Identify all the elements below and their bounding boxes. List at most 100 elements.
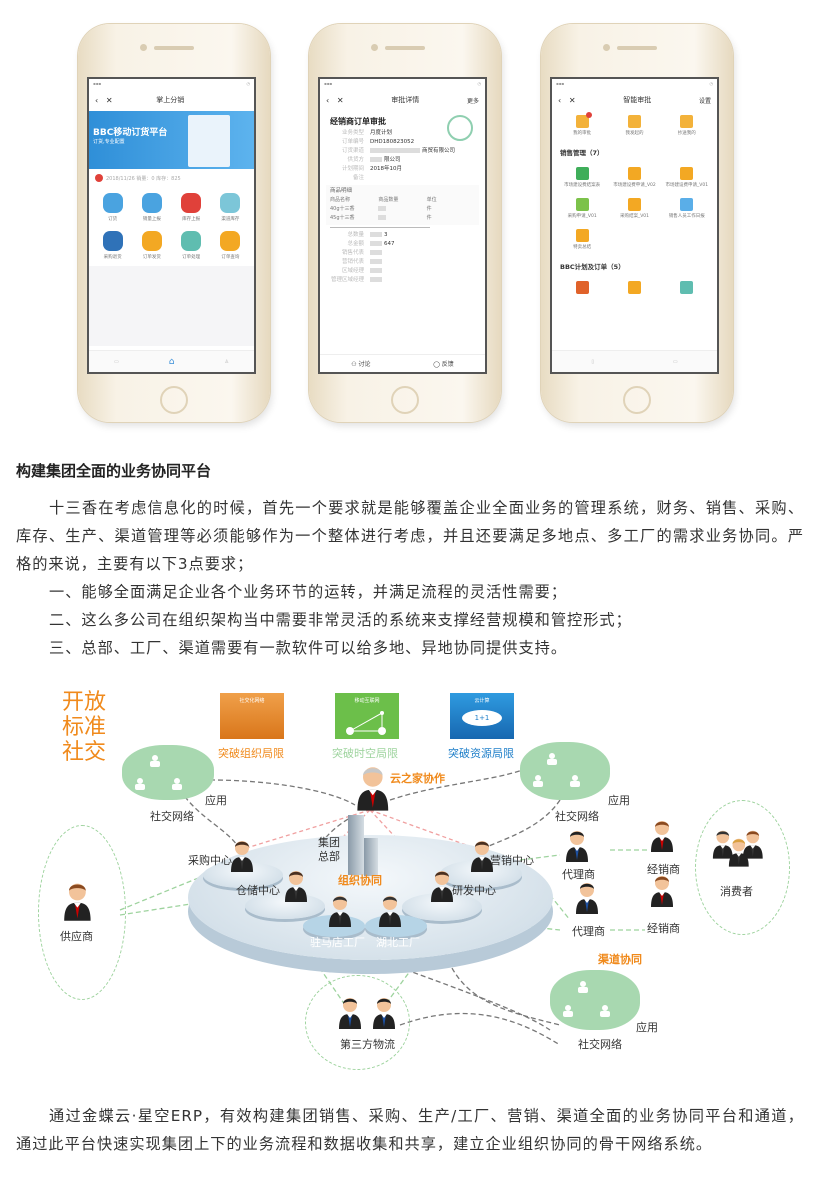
- function-label: 订单查询: [221, 255, 240, 260]
- field-value: [370, 267, 384, 276]
- function-icon: [220, 193, 241, 213]
- function-item[interactable]: 订单处理: [172, 231, 211, 260]
- clock-icon: ◷: [477, 81, 482, 86]
- feedback-button[interactable]: ◯ 反馈: [433, 361, 454, 368]
- form-icon: [627, 198, 641, 211]
- clock-icon: ◷: [246, 81, 251, 86]
- section-sales-management[interactable]: 销售管理（7）: [560, 149, 604, 157]
- field-row: 销售代表: [320, 249, 485, 258]
- intro-paragraph: 十三香在考虑信息化的时候，首先一个要求就是能够覆盖企业全面业务的管理系统，财务、…: [16, 499, 804, 573]
- form-item[interactable]: 特卖总结: [556, 229, 608, 251]
- phone-screen: ▪▪▪◷ ‹ ✕ 智能审批 设置 我的审批我发起的抄送我的 销售管理（7） 市场…: [550, 77, 719, 374]
- blurred-value: [370, 250, 382, 255]
- notice-icon: [95, 174, 103, 182]
- function-item[interactable]: 订单发货: [132, 231, 171, 260]
- home-button: [623, 386, 651, 414]
- back-icon[interactable]: ‹: [326, 95, 330, 105]
- nav-bar: ‹ ✕ 掌上分销: [89, 89, 254, 111]
- section-bbc-orders[interactable]: BBC计划及订单（5）: [560, 263, 625, 271]
- empty-area: [89, 266, 254, 346]
- form-item[interactable]: [556, 281, 608, 294]
- form-item[interactable]: 销售人员工作日报: [661, 198, 713, 220]
- person-icon: [63, 880, 92, 925]
- phone-mockup-smart-approval: ▪▪▪◷ ‹ ✕ 智能审批 设置 我的审批我发起的抄送我的 销售管理（7） 市场…: [541, 24, 733, 422]
- agent-label: 代理商: [562, 868, 595, 881]
- requirement-1: 一、能够全面满足企业各个业务环节的运转，并满足流程的灵活性需要；: [49, 583, 567, 601]
- tab-home-icon[interactable]: ⌂: [168, 356, 175, 367]
- shortcut-item[interactable]: 抄送我的: [661, 115, 713, 137]
- function-item[interactable]: 销量上报: [132, 193, 171, 222]
- person-icon: [230, 838, 254, 876]
- function-label: 库存上报: [182, 217, 201, 222]
- form-item[interactable]: 市场建设费申请_V02: [608, 167, 660, 189]
- detail-title: 商品明细: [330, 188, 353, 194]
- form-label: 采购结案_V01: [619, 214, 650, 219]
- back-icon[interactable]: ‹: [558, 95, 562, 105]
- slogan-line: 社交: [62, 740, 107, 765]
- field-row: 区域经理: [320, 267, 485, 276]
- tab-bar: ▯▭: [552, 350, 717, 372]
- blurred-value: [370, 268, 382, 273]
- status-bar: ▪▪▪◷: [89, 79, 254, 89]
- field-row: 管理区域经理: [320, 276, 485, 285]
- tab-cart-icon[interactable]: ▭: [114, 358, 119, 365]
- close-icon[interactable]: ✕: [336, 95, 344, 105]
- function-item[interactable]: 订货: [93, 193, 132, 222]
- field-row: 备注: [320, 174, 485, 183]
- form-icon: [575, 229, 589, 242]
- field-key: 备注: [352, 175, 364, 181]
- field-key: 总金额: [347, 241, 364, 247]
- more-button[interactable]: 更多: [466, 97, 479, 105]
- camera: [140, 44, 147, 51]
- form-item[interactable]: 采购申请_V01: [556, 198, 608, 220]
- person-icon: [430, 868, 454, 906]
- form-icon: [575, 198, 589, 211]
- tab-profile-icon[interactable]: ♙: [224, 358, 229, 365]
- close-icon[interactable]: ✕: [105, 95, 113, 105]
- card-title: 云计算: [474, 698, 490, 704]
- field-row: 供货方限公司: [320, 156, 485, 165]
- function-item[interactable]: 采购退货: [93, 231, 132, 260]
- tab-initiate-icon[interactable]: ▯: [591, 358, 595, 365]
- camera: [371, 44, 378, 51]
- cloud-user-icon: [547, 750, 557, 765]
- function-item[interactable]: 渠道库存: [211, 193, 250, 222]
- tab-contacts-icon[interactable]: ▭: [672, 358, 678, 365]
- back-icon[interactable]: ‹: [95, 95, 99, 105]
- app-label: 应用: [636, 1021, 658, 1034]
- shortcut-item[interactable]: 我的审批: [556, 112, 608, 137]
- cell: 件: [426, 206, 432, 212]
- function-item[interactable]: 订单查询: [211, 231, 250, 260]
- shortcut-item[interactable]: 我发起的: [608, 115, 660, 137]
- function-label: 采购退货: [103, 255, 122, 260]
- cloud-user-icon: [600, 1002, 610, 1017]
- form-item[interactable]: 市场建设费结案表: [556, 167, 608, 189]
- social-cloud-bottom: [550, 970, 640, 1030]
- form-item[interactable]: 采购结案_V01: [608, 198, 660, 220]
- form-item[interactable]: [661, 281, 713, 294]
- settings-button[interactable]: 设置: [698, 97, 711, 105]
- dashed-link: [399, 1012, 561, 1046]
- agent-label: 代理商: [572, 925, 605, 938]
- form-label: 特卖总结: [573, 245, 592, 250]
- discuss-button[interactable]: ⚇ 讨论: [351, 361, 371, 368]
- shortcut-icon: [680, 115, 694, 128]
- rnd-center-label: 研发中心: [452, 884, 496, 897]
- function-label: 销量上报: [142, 217, 161, 222]
- channel-collab-label: 渠道协同: [598, 953, 642, 966]
- col-header: 商品数量: [378, 197, 399, 203]
- promo-banner[interactable]: BBC移动订货平台 订货,专业配置: [89, 111, 254, 169]
- card-title: 移动互联网: [354, 698, 380, 704]
- cloud-user-icon: [533, 772, 543, 787]
- blurred-value: [370, 157, 382, 162]
- close-icon[interactable]: ✕: [568, 95, 576, 105]
- field-value-text: 2018年10月: [370, 166, 402, 172]
- form-item[interactable]: [608, 281, 660, 294]
- field-value: 限公司: [370, 156, 401, 165]
- form-item[interactable]: 市场建设费申请_V01: [661, 167, 713, 189]
- person-icon: [356, 763, 390, 815]
- function-item[interactable]: 库存上报: [172, 193, 211, 222]
- cloud-user-icon: [135, 775, 145, 790]
